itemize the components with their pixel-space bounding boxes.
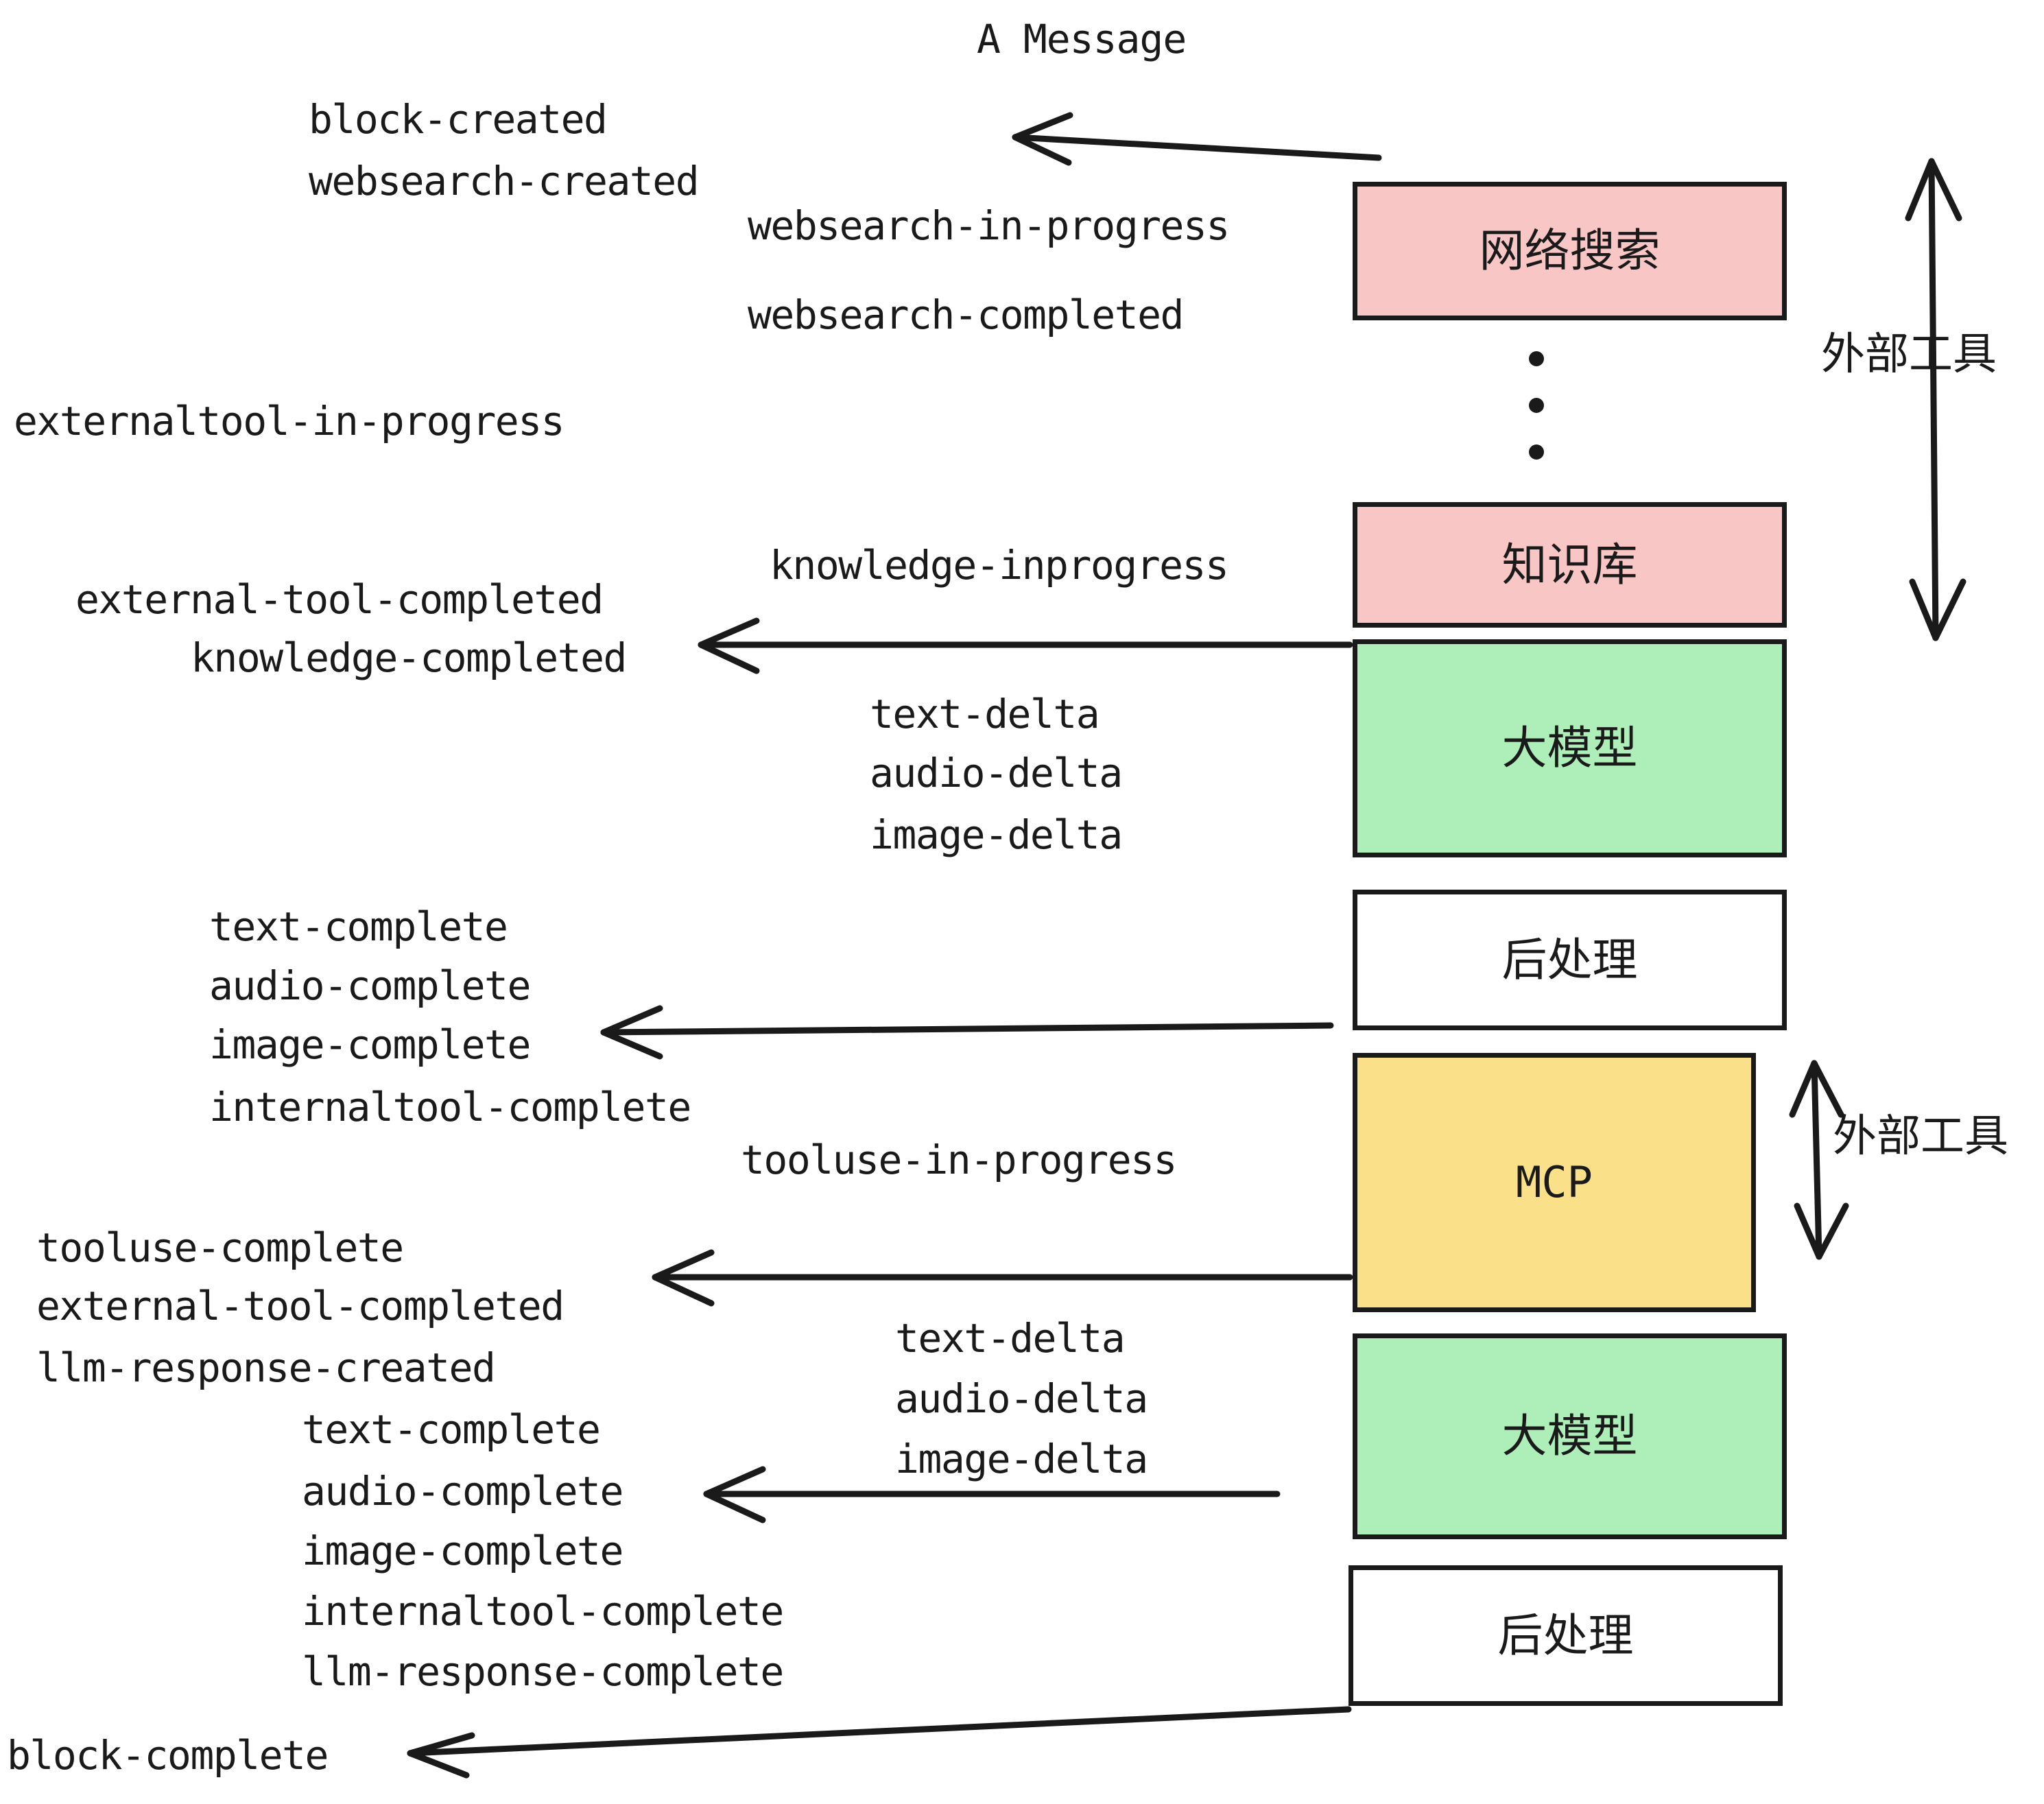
- node-llm-bottom[interactable]: 大模型: [1353, 1333, 1787, 1539]
- event-label-internaltool-complete-2: internaltool-complete: [302, 1588, 784, 1635]
- arrow-post-bottom-to-block-complete: [407, 1706, 1352, 1779]
- event-label-audio-delta-2: audio-delta: [895, 1375, 1148, 1422]
- event-label-tooluse-complete: tooluse-complete: [36, 1224, 404, 1271]
- event-label-tooluse-in-progress: tooluse-in-progress: [741, 1137, 1177, 1183]
- side-label-external-tool-bottom: 外部工具: [1833, 1111, 2008, 1162]
- external-tool-bracket-top: [1905, 158, 1966, 641]
- event-label-image-delta-2: image-delta: [895, 1436, 1148, 1482]
- event-label-audio-delta-1: audio-delta: [870, 750, 1123, 796]
- event-label-llm-response-created: llm-response-created: [36, 1344, 496, 1391]
- event-label-block-complete: block-complete: [7, 1732, 329, 1779]
- event-label-external-tool-completed-2: external-tool-completed: [36, 1283, 565, 1329]
- event-label-websearch-created: websearch-created: [309, 158, 700, 204]
- event-label-text-delta-1: text-delta: [870, 691, 1100, 737]
- ellipsis-dot-1: [1529, 351, 1544, 366]
- node-post-processing-bottom[interactable]: 后处理: [1348, 1565, 1783, 1706]
- node-websearch[interactable]: 网络搜索: [1353, 182, 1787, 320]
- event-label-websearch-in-progress: websearch-in-progress: [748, 202, 1230, 249]
- event-label-externaltool-in-progress: externaltool-in-progress: [14, 398, 565, 444]
- side-label-external-tool-top: 外部工具: [1821, 329, 1997, 380]
- event-label-block-created: block-created: [309, 96, 608, 143]
- event-label-audio-complete-2: audio-complete: [302, 1468, 623, 1515]
- event-label-image-complete-2: image-complete: [302, 1528, 623, 1574]
- event-label-llm-response-complete: llm-response-complete: [302, 1648, 784, 1695]
- event-label-knowledge-completed: knowledge-completed: [191, 634, 627, 681]
- page-title: A Message: [977, 16, 1187, 62]
- event-label-text-delta-2: text-delta: [895, 1315, 1126, 1362]
- event-label-image-complete-1: image-complete: [209, 1021, 531, 1068]
- node-mcp[interactable]: MCP: [1353, 1053, 1756, 1312]
- arrow-mcp-to-tooluse-complete: [652, 1249, 1353, 1307]
- event-label-internaltool-complete-1: internaltool-complete: [209, 1084, 691, 1130]
- node-knowledge[interactable]: 知识库: [1353, 502, 1787, 628]
- event-label-external-tool-completed-1: external-tool-completed: [75, 576, 604, 623]
- ellipsis-dot-2: [1529, 398, 1544, 413]
- arrow-websearch-to-block-created: [1012, 112, 1382, 166]
- event-label-text-complete-2: text-complete: [302, 1406, 601, 1453]
- event-label-audio-complete-1: audio-complete: [209, 962, 531, 1009]
- ellipsis-dot-3: [1529, 444, 1544, 460]
- event-label-text-complete-1: text-complete: [209, 903, 508, 950]
- event-label-image-delta-1: image-delta: [870, 811, 1123, 858]
- node-post-processing-top[interactable]: 后处理: [1353, 890, 1787, 1030]
- arrow-post-top-to-image-complete: [600, 1005, 1334, 1060]
- event-label-websearch-completed: websearch-completed: [748, 292, 1184, 338]
- node-llm-top[interactable]: 大模型: [1353, 639, 1787, 857]
- event-label-knowledge-inprogress: knowledge-inprogress: [770, 542, 1229, 589]
- arrow-knowledge-to-knowledge-completed: [698, 617, 1353, 674]
